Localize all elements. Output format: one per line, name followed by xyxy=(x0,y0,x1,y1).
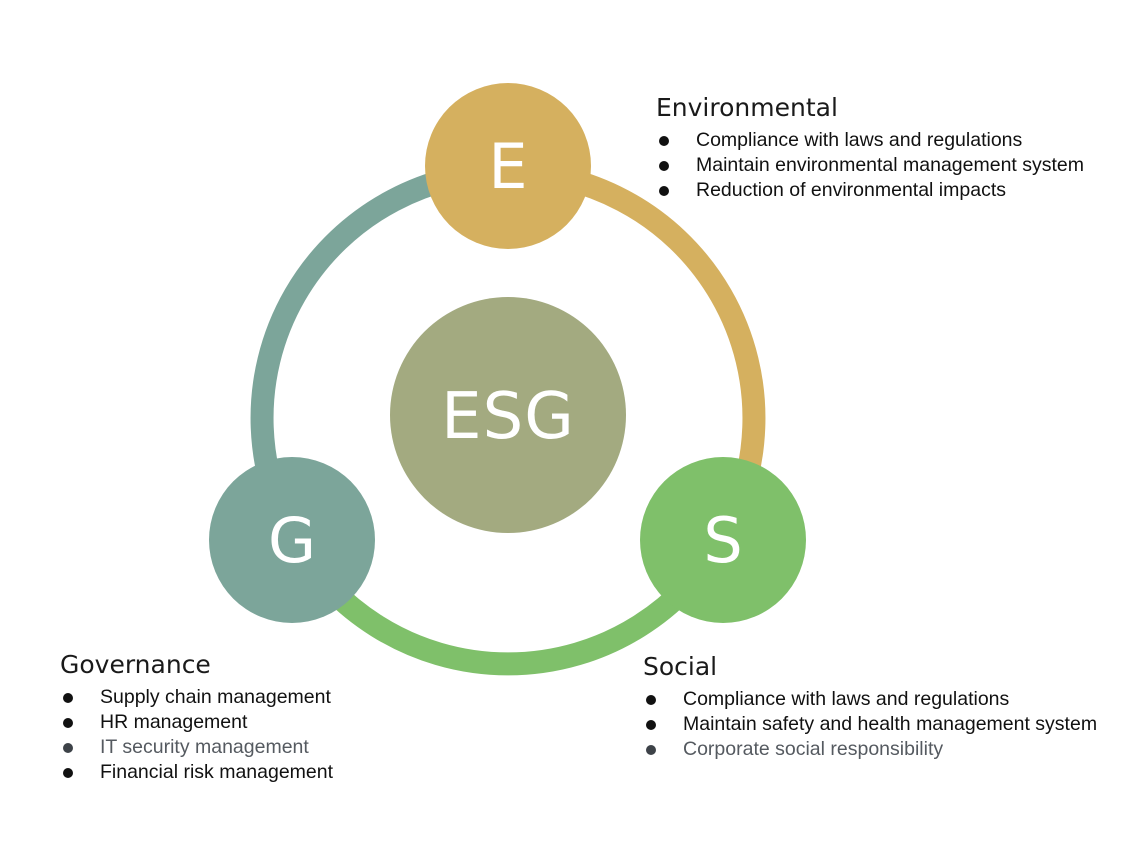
governance-title: Governance xyxy=(60,650,211,679)
center-circle xyxy=(390,297,626,533)
node-governance-letter: G xyxy=(268,504,316,577)
list-item: Compliance with laws and regulations xyxy=(656,128,1084,153)
node-governance xyxy=(209,457,375,623)
social-list: Compliance with laws and regulations Mai… xyxy=(643,687,1097,762)
node-social xyxy=(640,457,806,623)
environmental-list: Compliance with laws and regulations Mai… xyxy=(656,128,1084,203)
list-item: Supply chain management xyxy=(60,685,333,710)
list-item: IT security management xyxy=(60,735,333,760)
node-environmental xyxy=(425,83,591,249)
list-item: Financial risk management xyxy=(60,760,333,785)
list-item: Maintain environmental management system xyxy=(656,153,1084,178)
list-item: HR management xyxy=(60,710,333,735)
environmental-title: Environmental xyxy=(656,93,838,122)
list-item: Reduction of environmental impacts xyxy=(656,178,1084,203)
list-item: Corporate social responsibility xyxy=(643,737,1097,762)
list-item: Maintain safety and health management sy… xyxy=(643,712,1097,737)
list-item: Compliance with laws and regulations xyxy=(643,687,1097,712)
governance-group: Governance Supply chain management HR ma… xyxy=(60,651,333,785)
node-environmental-letter: E xyxy=(488,130,527,203)
social-group: Social Compliance with laws and regulati… xyxy=(643,653,1097,762)
environmental-group: Environmental Compliance with laws and r… xyxy=(656,94,1084,203)
social-title: Social xyxy=(643,652,718,681)
node-social-letter: S xyxy=(703,504,742,577)
governance-list: Supply chain management HR management IT… xyxy=(60,685,333,785)
center-label: ESG xyxy=(441,380,575,454)
